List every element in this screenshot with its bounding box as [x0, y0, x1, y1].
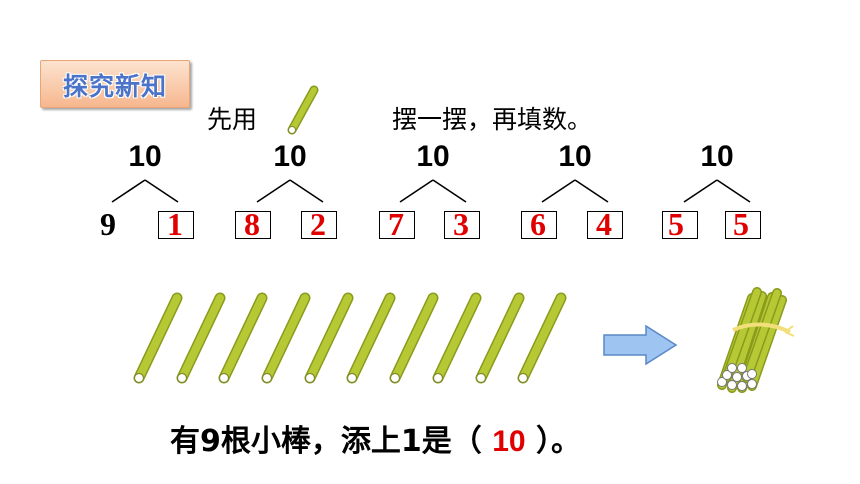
answer-value: 3 [453, 206, 469, 242]
stick-bundle-icon [717, 287, 795, 393]
section-badge-label: 探究新知 [62, 72, 167, 101]
answer-box [235, 211, 271, 239]
answer-box [521, 211, 557, 239]
answer-value: 6 [530, 206, 546, 242]
answer-box [158, 211, 194, 239]
instruction-prefix: 先用 [207, 105, 258, 134]
answer-value: 5 [668, 206, 684, 242]
answer-box [301, 211, 337, 239]
decomp-total-3: 10 [416, 140, 450, 173]
stick-icon [306, 298, 349, 383]
answer-value: 4 [596, 206, 612, 242]
stick-icon [348, 298, 391, 383]
stick-icon [434, 298, 477, 383]
decomp-left-given: 9 [100, 206, 116, 242]
answer-value: 8 [244, 206, 260, 242]
stick-icon [391, 298, 434, 383]
section-badge: 探究新知 [40, 60, 190, 108]
sentence-answer: 10 [492, 425, 526, 458]
stick-icon [135, 298, 178, 383]
decomp-total-4: 10 [558, 140, 592, 173]
answer-value: 1 [167, 206, 183, 242]
answer-box [444, 211, 480, 239]
answer-box [662, 211, 698, 239]
answer-value: 7 [388, 206, 404, 242]
sentence-prefix: 有9根小棒，添上1是（ [170, 424, 482, 459]
sticks-row [135, 298, 562, 383]
stick-icon [178, 298, 221, 383]
decomp-total-5: 10 [700, 140, 734, 173]
answer-value: 2 [310, 206, 326, 242]
decomp-total-1: 10 [128, 140, 162, 173]
right-arrow-icon [603, 324, 678, 366]
answer-box [725, 211, 761, 239]
stick-icon [220, 298, 263, 383]
stick-icon [263, 298, 306, 383]
stick-icon [477, 298, 520, 383]
answer-box [587, 211, 623, 239]
answer-value: 5 [733, 206, 749, 242]
stick-icon [519, 298, 562, 383]
stick-icon [287, 85, 319, 135]
decomp-branches [111, 179, 751, 203]
sentence-suffix: ）。 [536, 424, 582, 459]
answer-box [379, 211, 415, 239]
summary-sentence: 有9根小棒，添上1是（ 10 ）。 [170, 416, 581, 460]
instruction-suffix: 摆一摆，再填数。 [392, 105, 593, 134]
decomp-total-2: 10 [273, 140, 307, 173]
